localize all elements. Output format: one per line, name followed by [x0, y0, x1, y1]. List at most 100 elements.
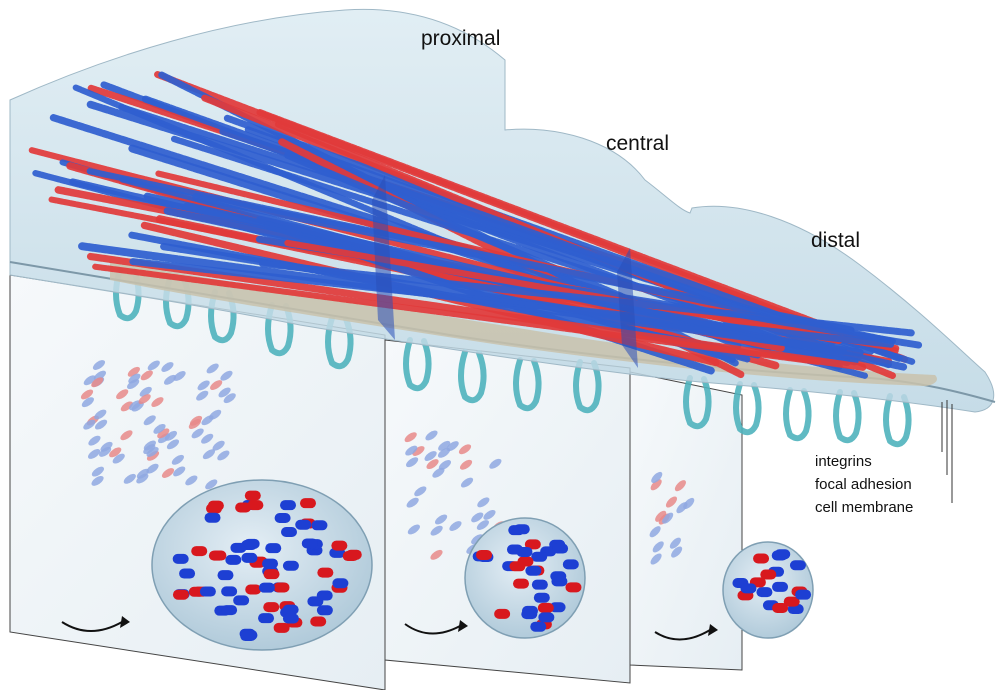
- band-distal: [617, 248, 638, 368]
- magnified-fiber: [760, 569, 777, 580]
- fiber-cross-section: [220, 370, 233, 381]
- integrin: [573, 359, 602, 414]
- fiber-cross-section: [662, 512, 674, 524]
- fiber-cross-section: [151, 397, 164, 408]
- fiber-cross-section: [83, 419, 96, 430]
- fiber-cross-section: [489, 458, 502, 469]
- magnified-fiber: [245, 584, 262, 595]
- fiber-cross-section: [438, 460, 452, 470]
- fiber-cross-section: [120, 430, 133, 441]
- magnified-fiber: [516, 546, 533, 557]
- magnified-fiber: [524, 539, 541, 550]
- fiber-cross-section: [446, 441, 459, 452]
- magnified-fiber: [772, 581, 789, 592]
- fiber-cross-section: [669, 537, 681, 549]
- legend-integrins: integrins: [815, 453, 872, 470]
- magnified-fiber: [311, 520, 328, 531]
- fiber-cross-section: [120, 401, 133, 412]
- actin-fiber: [129, 258, 895, 348]
- magnified-fiber: [273, 622, 290, 633]
- magnified-fiber: [221, 586, 238, 597]
- rotation-arrow-icon: [654, 624, 718, 641]
- cross-section-fiber-patterns: [80, 360, 695, 565]
- fiber-cross-section: [138, 394, 151, 404]
- magnified-fiber: [316, 590, 333, 601]
- fiber-cross-section: [477, 497, 490, 508]
- label-distal: distal: [811, 229, 861, 252]
- magnified-fiber: [244, 490, 261, 501]
- magnified-fiber: [247, 500, 264, 511]
- fiber-cross-section: [217, 450, 230, 461]
- fiber-cross-section: [476, 520, 489, 530]
- integrin: [325, 315, 354, 370]
- magnified-fiber: [241, 552, 258, 563]
- integrin: [733, 381, 762, 436]
- fiber-cross-section: [405, 445, 418, 456]
- magnified-fiber: [263, 602, 280, 613]
- magnified-fiber: [565, 582, 582, 593]
- fiber-cross-section: [209, 409, 222, 420]
- fiber-cross-section: [676, 502, 688, 514]
- fiber-cross-section: [437, 447, 451, 458]
- magnified-fiber: [517, 556, 534, 567]
- magnified-fiber: [537, 602, 554, 613]
- fiber-cross-section: [83, 375, 96, 386]
- magnified-fiber: [240, 631, 257, 642]
- fiber-cross-section: [218, 387, 231, 398]
- fiber-cross-section: [414, 486, 427, 497]
- magnified-fiber: [310, 616, 327, 627]
- magnified-fiber: [531, 579, 548, 590]
- fiber-cross-section: [112, 453, 125, 464]
- fiber-cross-section: [432, 467, 445, 478]
- magnified-fiber: [282, 560, 299, 571]
- actin-fiber: [256, 109, 882, 350]
- fiber-cross-section: [91, 466, 105, 477]
- fiber-cross-section: [430, 549, 443, 560]
- legend-cell-membrane: cell membrane: [815, 499, 914, 516]
- fiber-cross-section: [674, 480, 686, 492]
- label-central: central: [606, 132, 670, 155]
- magnified-fiber: [295, 519, 312, 530]
- magnified-fiber: [265, 543, 282, 554]
- magnified-fiber: [771, 550, 788, 561]
- fiber-cross-section: [140, 370, 153, 381]
- actin-fiber: [192, 192, 855, 335]
- fiber-cross-section: [109, 447, 122, 458]
- magnified-fiber-dots: [172, 490, 812, 642]
- magnified-fiber: [513, 524, 530, 535]
- fiber-cross-section: [471, 534, 484, 545]
- fiber-cross-section: [424, 451, 437, 461]
- fiber-cross-section: [649, 526, 661, 538]
- magnified-fiber: [199, 586, 216, 597]
- magnified-circle-central: [464, 517, 586, 639]
- magnified-fiber: [531, 551, 548, 562]
- fiber-cross-section: [196, 390, 209, 401]
- fiber-cross-section: [210, 380, 223, 390]
- fiber-cross-section: [449, 521, 462, 531]
- magnified-fiber: [552, 543, 569, 554]
- magnified-fiber: [301, 538, 318, 549]
- fiber-cross-section: [94, 419, 108, 430]
- fiber-cross-section: [164, 430, 178, 441]
- magnified-fiber: [753, 553, 770, 564]
- fiber-cross-section: [94, 409, 107, 420]
- fiber-cross-section: [407, 524, 420, 535]
- magnified-fiber: [258, 582, 275, 593]
- fiber-cross-section: [185, 475, 198, 486]
- fiber-cross-section: [430, 525, 443, 536]
- integrin: [513, 357, 542, 412]
- magnified-fiber: [217, 570, 234, 581]
- magnified-fiber: [280, 500, 297, 511]
- magnified-fiber: [235, 502, 252, 513]
- magnified-fiber: [281, 526, 298, 537]
- magnified-fiber: [299, 498, 316, 509]
- magnified-fiber: [230, 542, 247, 553]
- magnified-fiber: [206, 503, 223, 514]
- integrin: [683, 375, 712, 430]
- fiber-cross-section: [143, 444, 156, 455]
- fiber-cross-section: [652, 541, 664, 553]
- magnified-fiber: [342, 551, 359, 562]
- magnified-fiber: [172, 553, 189, 564]
- fiber-cross-section: [80, 389, 94, 400]
